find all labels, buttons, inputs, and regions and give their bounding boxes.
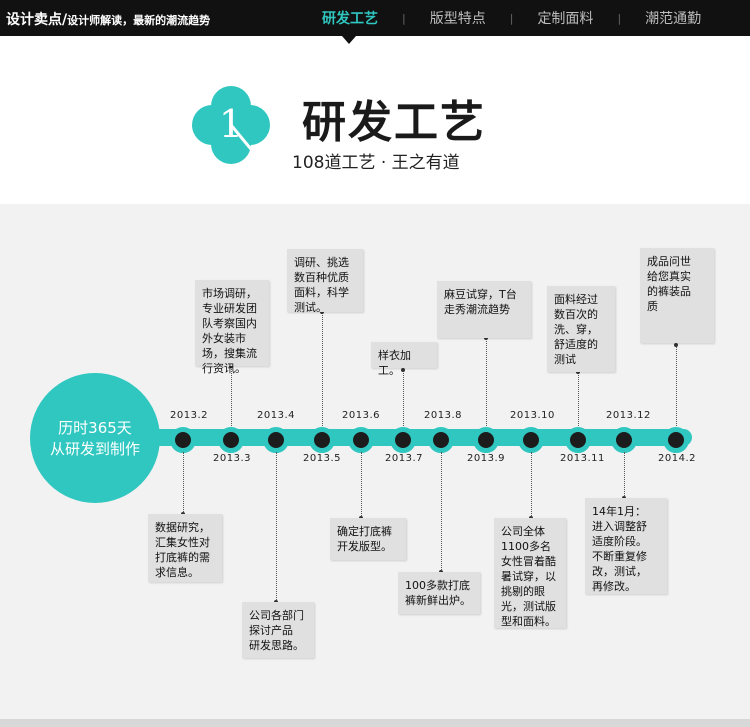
timeline-dot-2013-8 [428, 427, 454, 453]
note-2013-10: 公司全体 1100多名 女性冒着酷 暑试穿，以 挑剔的眼 光，测试版 型和面料。 [494, 518, 566, 628]
connector-end-dot [674, 343, 678, 347]
date-label-2014-2: 2014.2 [658, 453, 696, 464]
top-nav-bar: 设计卖点/设计师解读，最新的潮流趋势 研发工艺 | 版型特点 | 定制面料 | … [0, 0, 750, 36]
date-label-2013-11: 2013.11 [560, 453, 605, 464]
connector-end-dot [401, 368, 405, 372]
date-label-2013-5: 2013.5 [303, 453, 341, 464]
timeline-dot-2013-11 [565, 427, 591, 453]
note-2013-9: 麻豆试穿，T台 走秀潮流趋势 [437, 281, 531, 338]
timeline-dot-2013-12 [611, 427, 637, 453]
date-label-2013-4: 2013.4 [257, 410, 295, 421]
note-2013-6: 确定打底裤 开发版型。 [330, 518, 406, 560]
date-label-2013-2: 2013.2 [170, 410, 208, 421]
date-label-2013-7: 2013.7 [385, 453, 423, 464]
note-2014-2: 成品问世 给您真实 的裤装品 质 [640, 248, 714, 343]
date-label-2013-6: 2013.6 [342, 410, 380, 421]
note-2013-7: 样衣加工。 [371, 342, 437, 377]
note-2013-8: 100多款打底 裤新鲜出炉。 [398, 572, 480, 614]
connector-2013-2 [183, 452, 184, 514]
timeline-dot-2013-7 [390, 427, 416, 453]
brand-main: 设计卖点 [6, 12, 62, 28]
timeline-start-circle: 历时365天 从研发到制作 [30, 373, 160, 503]
nav-tab-commute-style[interactable]: 潮范通勤 [645, 11, 702, 27]
connector-2013-5 [322, 312, 323, 426]
connector-end-dot [484, 336, 488, 340]
section-nav: 研发工艺 | 版型特点 | 定制面料 | 潮范通勤 [316, 8, 707, 28]
timeline-dot-2013-9 [473, 427, 499, 453]
section-hero: 1 研发工艺 108道工艺 · 王之有道 [0, 44, 750, 204]
timeline-dot-2013-10 [518, 427, 544, 453]
nav-tab-custom-fabric[interactable]: 定制面料 [537, 11, 594, 27]
connector-2013-4 [276, 452, 277, 602]
connector-2013-3 [231, 366, 232, 426]
note-2013-11: 面料经过 数百次的 洗、穿， 舒适度的 测试 [547, 286, 615, 372]
date-label-2013-9: 2013.9 [467, 453, 505, 464]
note-2013-12: 14年1月： 进入调整舒 适度阶段。 不断重复修 改，测试， 再修改。 [585, 498, 667, 594]
timeline-dot-2013-6 [348, 427, 374, 453]
nav-separator: | [617, 11, 622, 25]
note-2013-3: 市场调研， 专业研发团 队考察国内 外女装市 场，搜集流 行资讯。 [195, 280, 269, 375]
brand-subtitle: 设计师解读，最新的潮流趋势 [67, 14, 211, 27]
nav-separator: | [509, 11, 514, 25]
section-number: 1 [218, 102, 244, 146]
brand: 设计卖点/设计师解读，最新的潮流趋势 [6, 9, 210, 29]
date-label-2013-12: 2013.12 [606, 410, 651, 421]
timeline-dot-2013-5 [309, 427, 335, 453]
bottom-divider [0, 719, 750, 727]
connector-2014-2 [676, 345, 677, 426]
timeline-dot-2013-2 [170, 427, 196, 453]
connector-end-dot [320, 310, 324, 314]
section-subtitle: 108道工艺 · 王之有道 [292, 153, 460, 173]
connector-2013-7 [403, 370, 404, 426]
brand-separator: / [62, 12, 68, 28]
connector-2013-9 [486, 338, 487, 426]
connector-end-dot [576, 370, 580, 374]
circle-line-2: 从研发到制作 [49, 440, 140, 458]
connector-end-dot [229, 364, 233, 368]
connector-2013-8 [441, 452, 442, 572]
circle-line-1: 历时365天 [58, 419, 132, 437]
flower-badge-icon [192, 86, 270, 164]
nav-tab-rd-process[interactable]: 研发工艺 [322, 11, 378, 27]
timeline-dot-2013-3 [218, 427, 244, 453]
date-label-2013-10: 2013.10 [510, 410, 555, 421]
note-2013-5: 调研、挑选 数百种优质 面料，科学 测试。 [287, 249, 363, 314]
timeline-dot-2013-4 [263, 427, 289, 453]
connector-2013-10 [531, 452, 532, 518]
date-label-2013-3: 2013.3 [213, 453, 251, 464]
section-title: 研发工艺 [302, 97, 486, 148]
connector-2013-11 [578, 372, 579, 426]
active-tab-pointer [342, 36, 356, 44]
connector-2013-12 [624, 452, 625, 498]
connector-2013-6 [361, 452, 362, 518]
note-2013-2: 数据研究， 汇集女性对 打底裤的需 求信息。 [148, 514, 222, 582]
note-2013-4: 公司各部门 探讨产品 研发思路。 [242, 602, 314, 658]
nav-tab-fit-features[interactable]: 版型特点 [429, 11, 486, 27]
nav-separator: | [402, 11, 406, 25]
timeline-dot-2014-2 [663, 427, 689, 453]
date-label-2013-8: 2013.8 [424, 410, 462, 421]
